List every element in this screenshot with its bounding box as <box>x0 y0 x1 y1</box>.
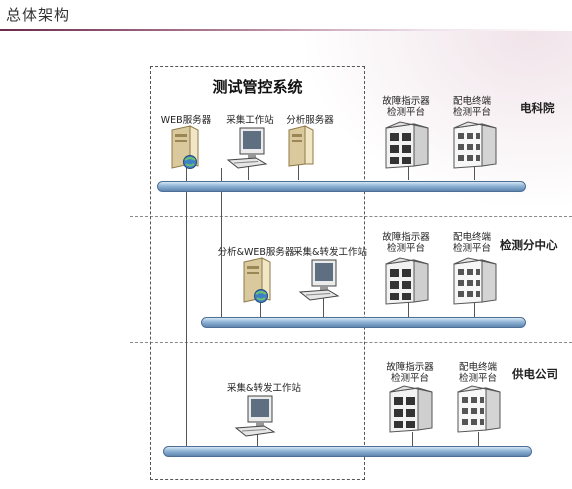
tier1-drop-analysis-server <box>298 162 299 180</box>
platform-building-icon <box>453 121 497 169</box>
device-label-fault-indicator-platform: 故障指示器 检测平台 <box>382 232 430 254</box>
label-line: 配电终端 <box>452 96 492 107</box>
network-bus-tier2 <box>201 317 526 328</box>
platform-rack-icon <box>385 257 429 305</box>
label-line: 检测平台 <box>386 107 426 118</box>
web-server-icon <box>171 125 199 169</box>
platform-rack-icon <box>385 121 429 169</box>
web-server-icon <box>243 257 271 303</box>
device-label-collect-workstation: 采集工作站 <box>226 115 274 126</box>
device-label-collect-forward-workstation: 采集&转发工作站 <box>227 383 301 394</box>
device-label-analysis-web-server: 分析&WEB服务器 <box>217 247 295 258</box>
connector-web-server-to-bottom <box>186 168 187 448</box>
label-line: 检测平台 <box>386 243 426 254</box>
label-line: 检测平台 <box>452 107 492 118</box>
label-line: 检测平台 <box>452 243 492 254</box>
test-control-system-boundary <box>150 66 365 480</box>
label-line: 配电终端 <box>452 232 492 243</box>
workstation-icon <box>226 127 268 169</box>
network-bus-tier3 <box>163 446 532 457</box>
tier2-drop-server <box>260 300 261 320</box>
label-line: 检测平台 <box>390 373 430 384</box>
device-label-fault-indicator-platform: 故障指示器 检测平台 <box>386 362 434 384</box>
platform-rack-icon <box>389 385 433 433</box>
tier3-drop-fault-platform <box>412 432 413 446</box>
tier2-drop-fault-platform <box>408 302 409 320</box>
label-line: 故障指示器 <box>382 96 430 107</box>
label-line: 检测平台 <box>458 373 498 384</box>
device-label-terminal-platform: 配电终端 检测平台 <box>453 232 491 254</box>
tier1-drop-terminal-platform <box>474 166 475 180</box>
device-label-fault-indicator-platform: 故障指示器 检测平台 <box>382 96 430 118</box>
header-divider <box>0 29 572 31</box>
network-bus-tier1 <box>157 181 526 192</box>
tier3-drop-workstation <box>257 432 258 446</box>
tier-separator-1 <box>130 216 572 217</box>
tier1-drop-web-server <box>186 160 187 180</box>
device-label-terminal-platform: 配电终端 检测平台 <box>459 362 497 384</box>
platform-building-icon <box>453 257 497 305</box>
tier1-drop-fault-platform <box>408 166 409 180</box>
tier2-drop-terminal-platform <box>474 302 475 320</box>
device-label-analysis-server: 分析服务器 <box>286 115 334 126</box>
tier-name-tier3: 供电公司 <box>512 367 558 381</box>
tier2-drop-workstation <box>323 298 324 320</box>
page-title: 总体架构 <box>6 6 71 24</box>
label-line: 故障指示器 <box>382 232 430 243</box>
workstation-icon <box>298 259 340 301</box>
connector-workstation-to-mid <box>221 168 222 320</box>
device-label-web-server: WEB服务器 <box>160 115 212 126</box>
tier1-drop-workstation <box>248 162 249 180</box>
label-line: 配电终端 <box>458 362 498 373</box>
tier-separator-2 <box>130 342 572 343</box>
server-icon <box>288 125 314 167</box>
platform-building-icon <box>457 385 501 433</box>
test-control-system-title: 测试管控系统 <box>212 78 303 96</box>
tier-name-tier2: 检测分中心 <box>500 238 558 252</box>
tier-name-tier1: 电科院 <box>520 101 555 115</box>
device-label-collect-forward-workstation: 采集&转发工作站 <box>293 247 367 258</box>
tier3-drop-terminal-platform <box>478 432 479 446</box>
device-label-terminal-platform: 配电终端 检测平台 <box>453 96 491 118</box>
label-line: 故障指示器 <box>386 362 434 373</box>
workstation-icon <box>234 395 276 437</box>
